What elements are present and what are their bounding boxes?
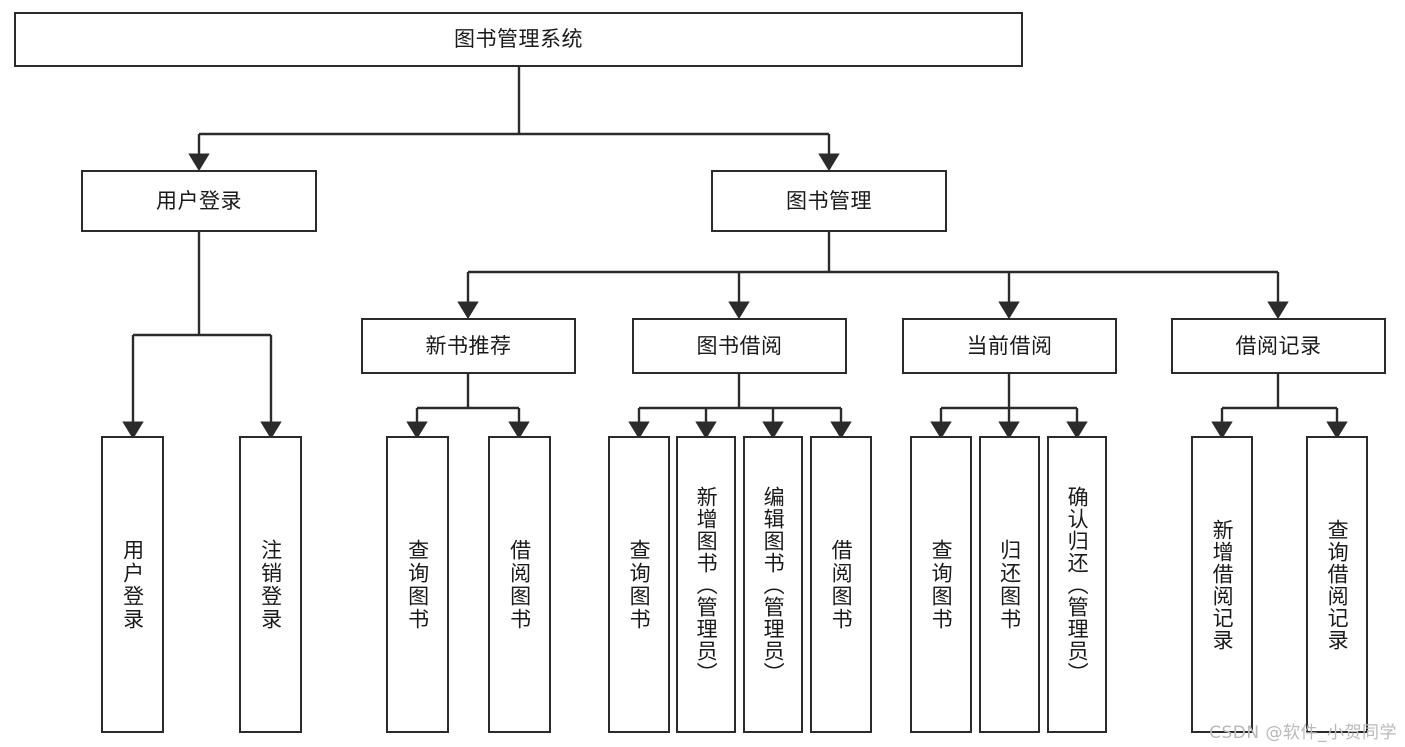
- node-root[interactable]: 图书管理系统: [14, 12, 1023, 67]
- leaf-confirm-return-label: 确认归还（管理员）: [1065, 485, 1090, 684]
- leaf-borrow-book-2-label: 借阅图书: [829, 538, 854, 631]
- leaf-query-record[interactable]: 查询借阅记录: [1306, 436, 1368, 733]
- node-book-manage[interactable]: 图书管理: [711, 170, 947, 232]
- leaf-user-login[interactable]: 用户登录: [101, 436, 164, 733]
- node-user-login[interactable]: 用户登录: [81, 170, 317, 232]
- leaf-edit-book-label: 编辑图书（管理员）: [761, 485, 786, 684]
- node-user-login-label: 用户登录: [156, 188, 242, 213]
- node-new-book-recommend-label: 新书推荐: [425, 333, 512, 358]
- leaf-query-book-1[interactable]: 查询图书: [386, 436, 449, 733]
- leaf-add-book-label: 新增图书（管理员）: [694, 485, 719, 684]
- node-current-borrow-label: 当前借阅: [966, 333, 1053, 358]
- node-root-label: 图书管理系统: [454, 27, 583, 52]
- node-borrow-record-label: 借阅记录: [1235, 333, 1322, 358]
- watermark-text: CSDN @软件_小贺同学: [1209, 723, 1397, 743]
- leaf-add-record-label: 新增借阅记录: [1210, 518, 1235, 651]
- leaf-user-login-label: 用户登录: [120, 538, 145, 631]
- leaf-borrow-book-2[interactable]: 借阅图书: [810, 436, 872, 733]
- leaf-return-book-label: 归还图书: [997, 538, 1022, 631]
- leaf-return-book[interactable]: 归还图书: [979, 436, 1040, 733]
- node-current-borrow[interactable]: 当前借阅: [902, 318, 1117, 374]
- leaf-query-book-2[interactable]: 查询图书: [608, 436, 670, 733]
- node-book-borrow[interactable]: 图书借阅: [632, 318, 847, 374]
- leaf-query-book-2-label: 查询图书: [627, 538, 652, 631]
- leaf-borrow-book-1-label: 借阅图书: [507, 538, 532, 631]
- node-borrow-record[interactable]: 借阅记录: [1171, 318, 1386, 374]
- node-new-book-recommend[interactable]: 新书推荐: [361, 318, 576, 374]
- leaf-logout-label: 注销登录: [258, 538, 283, 631]
- leaf-logout[interactable]: 注销登录: [239, 436, 302, 733]
- node-book-manage-label: 图书管理: [786, 188, 872, 213]
- leaf-query-book-3-label: 查询图书: [929, 538, 954, 631]
- leaf-add-book[interactable]: 新增图书（管理员）: [676, 436, 736, 733]
- leaf-query-book-3[interactable]: 查询图书: [910, 436, 972, 733]
- leaf-confirm-return[interactable]: 确认归还（管理员）: [1047, 436, 1107, 733]
- leaf-add-record[interactable]: 新增借阅记录: [1191, 436, 1253, 733]
- node-book-borrow-label: 图书借阅: [696, 333, 783, 358]
- leaf-query-book-1-label: 查询图书: [405, 538, 430, 631]
- leaf-borrow-book-1[interactable]: 借阅图书: [488, 436, 551, 733]
- leaf-edit-book[interactable]: 编辑图书（管理员）: [743, 436, 803, 733]
- leaf-query-record-label: 查询借阅记录: [1325, 518, 1350, 651]
